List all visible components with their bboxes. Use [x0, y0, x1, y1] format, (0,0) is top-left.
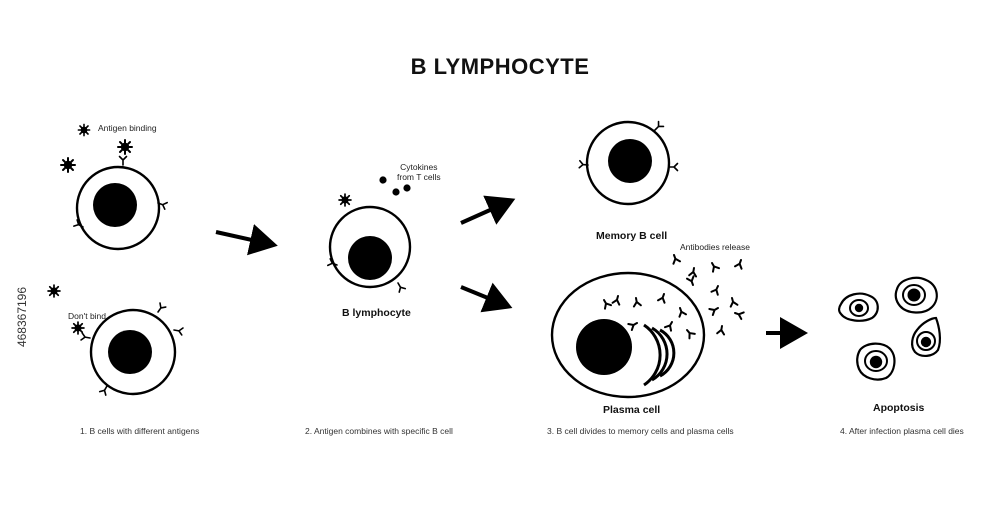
- cytokines-label-line2: from T cells: [397, 172, 441, 182]
- cytokines-label: Cytokines from T cells: [397, 162, 441, 182]
- arrow-step1: [216, 232, 270, 244]
- antigen-star-icon: [339, 194, 351, 206]
- step-3-caption: 3. B cell divides to memory cells and pl…: [547, 426, 734, 436]
- memory-b-cell-name: Memory B cell: [596, 230, 667, 242]
- stock-id-text: 468367196: [15, 257, 29, 377]
- step-1-caption: 1. B cells with different antigens: [80, 426, 199, 436]
- page-title: B LYMPHOCYTE: [0, 54, 1000, 80]
- arrow-to-plasma: [461, 287, 505, 305]
- b-lymphocyte-cell: [328, 207, 410, 292]
- antigen-star-icon: [78, 124, 89, 135]
- antibodies-release-label: Antibodies release: [680, 242, 750, 252]
- arrow-to-memory: [461, 202, 508, 223]
- b-cell-top: [74, 157, 167, 250]
- step-4-caption: 4. After infection plasma cell dies: [840, 426, 964, 436]
- dont-bind-label: Don't bind: [68, 311, 106, 321]
- plasma-cell-name: Plasma cell: [603, 404, 660, 416]
- antigen-star-icon: [72, 322, 84, 334]
- cytokines-label-line1: Cytokines: [397, 162, 441, 172]
- antigen-star-icon: [61, 158, 75, 172]
- antigen-star-icon: [118, 140, 132, 154]
- memory-b-cell: [579, 122, 677, 204]
- plasma-cell: [552, 273, 704, 397]
- b-lymphocyte-name: B lymphocyte: [342, 307, 411, 319]
- antigen-star-icon: [48, 285, 60, 297]
- apoptosis-name: Apoptosis: [873, 402, 924, 414]
- step-2-caption: 2. Antigen combines with specific B cell: [305, 426, 453, 436]
- apoptotic-cells: [839, 278, 940, 380]
- antigen-binding-label: Antigen binding: [98, 123, 157, 133]
